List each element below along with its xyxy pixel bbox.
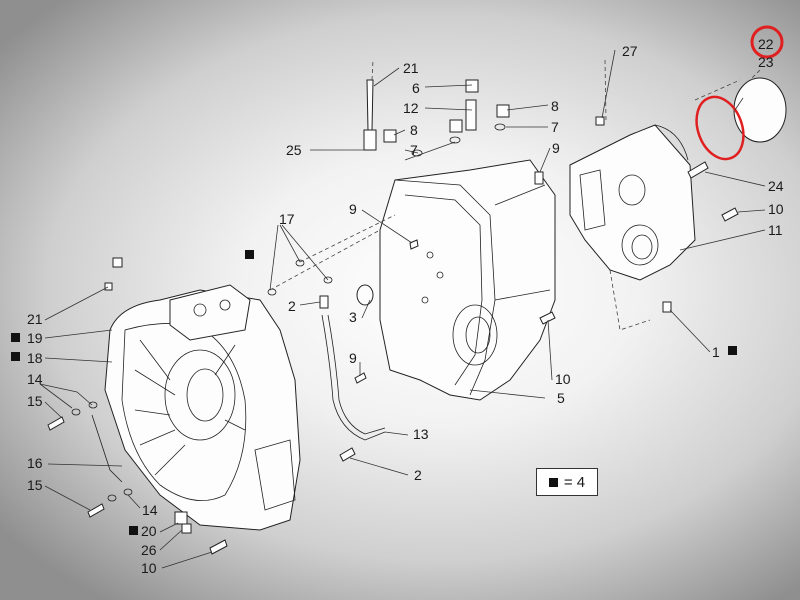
callout-2: 2: [288, 298, 296, 314]
cover-cap: [695, 25, 787, 161]
legend-box: = 4: [536, 468, 598, 496]
marker-square: [245, 250, 254, 259]
callout-10: 10: [768, 201, 784, 217]
callout-21: 21: [27, 311, 43, 327]
highlight-circle: [750, 25, 784, 59]
callout-25: 25: [286, 142, 302, 158]
leader-lines: [39, 49, 766, 569]
legend-label: = 4: [563, 473, 586, 491]
callout-5: 5: [557, 390, 565, 406]
callouts: 22 23 27 21 6 12 8 8 7 7 25 9 24 10 11 9…: [27, 36, 784, 576]
callout-18: 18: [27, 350, 43, 366]
callout-9: 9: [552, 140, 560, 156]
left-housing: [104, 284, 301, 531]
seal-ring: [695, 95, 745, 161]
callout-10: 10: [141, 560, 157, 576]
callout-15: 15: [27, 477, 43, 493]
callout-9: 9: [349, 350, 357, 366]
marker-square: [11, 333, 20, 342]
callout-26: 26: [141, 542, 157, 558]
legend-square-icon: [548, 477, 558, 487]
callout-23: 23: [758, 54, 774, 70]
callout-3: 3: [349, 309, 357, 325]
callout-11: 11: [768, 222, 783, 238]
callout-21: 21: [403, 60, 419, 76]
callout-22: 22: [758, 36, 774, 52]
callout-19: 19: [27, 330, 43, 346]
callout-7: 7: [551, 119, 559, 135]
callout-13: 13: [413, 426, 429, 442]
callout-27: 27: [622, 43, 638, 59]
callout-1: 1: [712, 344, 720, 360]
callout-20: 20: [141, 523, 157, 539]
callout-2: 2: [414, 467, 422, 483]
callout-8: 8: [410, 122, 418, 138]
callout-15: 15: [27, 393, 43, 409]
marker-squares: [11, 250, 737, 535]
callout-8: 8: [551, 98, 559, 114]
callout-9: 9: [349, 201, 357, 217]
callout-17: 17: [279, 211, 295, 227]
small-parts: [47, 79, 739, 555]
callout-10: 10: [555, 371, 571, 387]
right-cover: [569, 124, 696, 281]
callout-6: 6: [412, 80, 420, 96]
marker-square: [11, 352, 20, 361]
callout-14: 14: [142, 502, 158, 518]
callout-16: 16: [27, 455, 43, 471]
callout-14: 14: [27, 371, 43, 387]
callout-7: 7: [410, 142, 418, 158]
callout-24: 24: [768, 178, 784, 194]
callout-12: 12: [403, 100, 419, 116]
assembly-lines: [269, 59, 761, 331]
marker-square: [129, 526, 138, 535]
center-housing: [379, 159, 556, 401]
marker-square: [728, 346, 737, 355]
